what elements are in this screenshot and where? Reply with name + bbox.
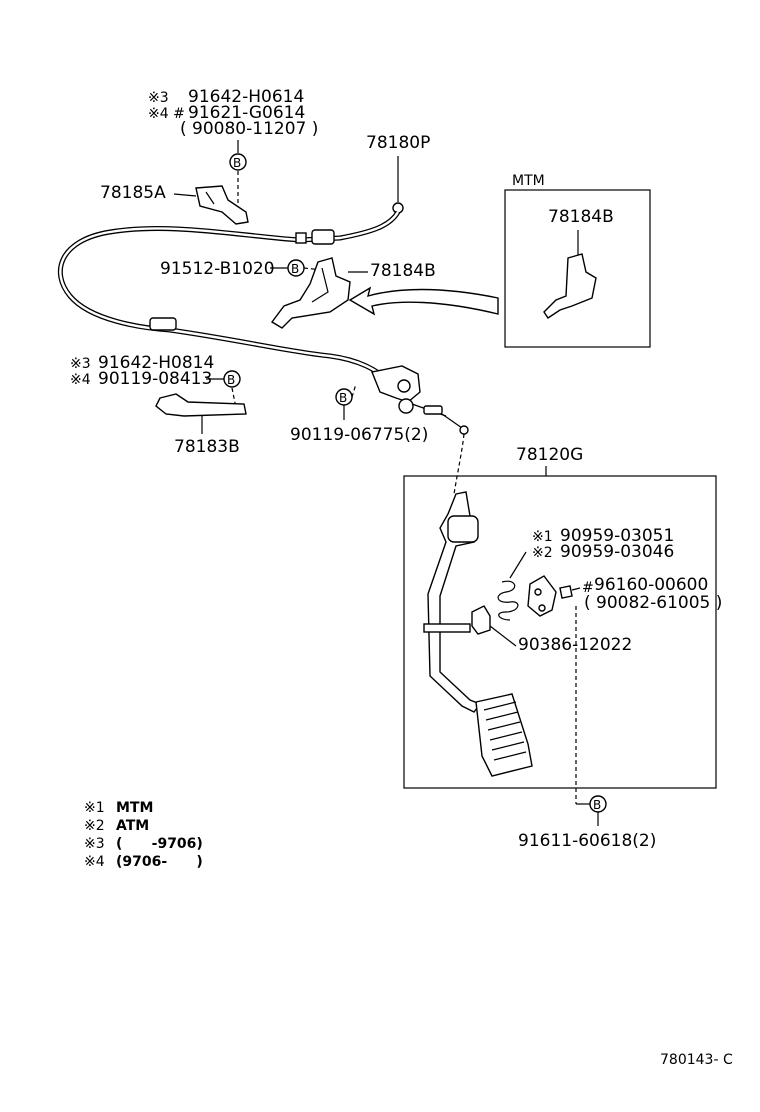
part-90082-61005: ( 90082-61005 ) xyxy=(584,593,722,613)
part-90959-03051: 90959-03051 xyxy=(560,526,674,546)
mtm-inset-box: MTM 78184B xyxy=(504,173,651,348)
bracket-78183B: 78183B xyxy=(155,393,247,457)
b-marker-label: B xyxy=(233,156,241,170)
label-91611-60618: 91611-60618(2) xyxy=(518,831,656,851)
cable-link-dashed xyxy=(453,433,465,495)
svg-text:#: # xyxy=(582,580,594,596)
label-78120G: 78120G xyxy=(516,445,583,465)
part-96160-00600: 96160-00600 xyxy=(594,575,708,595)
svg-text:※4: ※4 xyxy=(70,372,91,388)
svg-text:B: B xyxy=(227,373,235,387)
legend-text: ATM xyxy=(116,818,149,834)
cable-end-78180P: 78180P xyxy=(366,133,430,214)
bolt-90119-06775: B 90119-06775(2) xyxy=(290,383,428,445)
pedal-assembly: 78120G ※1 90959-03051 ※2 90959-03046 # 9… xyxy=(403,445,722,804)
part-90119-08413: 90119-08413 xyxy=(98,369,212,389)
svg-text:B: B xyxy=(339,391,347,405)
b-marker xyxy=(229,153,247,171)
mark-3: ※3 xyxy=(148,90,169,106)
part-90080-11207: ( 90080-11207 ) xyxy=(180,119,318,139)
label-91512-B1020: 91512-B1020 xyxy=(160,259,275,279)
legend: ※1 MTM ※2 ATM ※3 ( -9706) ※4 (9706- ) xyxy=(84,800,203,870)
part-91621-G0614: 91621-G0614 xyxy=(188,103,305,123)
svg-text:B: B xyxy=(593,798,601,812)
legend-mark: ※4 xyxy=(84,854,105,870)
legend-mark: ※1 xyxy=(84,800,105,816)
legend-text: MTM xyxy=(116,800,153,816)
label-90119-06775: 90119-06775(2) xyxy=(290,425,428,445)
legend-text: (9706- ) xyxy=(116,854,203,870)
figure-id: 780143- C xyxy=(660,1052,733,1068)
label-78185A: 78185A xyxy=(100,183,166,203)
b-marker xyxy=(223,370,241,388)
mtm-title: MTM xyxy=(512,173,545,189)
mtm-part-78184B: 78184B xyxy=(548,207,614,227)
part-90386-12022: 90386-12022 xyxy=(518,635,632,655)
bolt-91611-60618: B 91611-60618(2) xyxy=(518,795,656,851)
part-90959-03046: 90959-03046 xyxy=(560,542,674,562)
top-bolt-callout: ※3 91642-H0614 ※4 # 91621-G0614 ( 90080-… xyxy=(148,87,318,208)
bracket-78185A: 78185A xyxy=(100,183,249,225)
part-91642-H0614: 91642-H0614 xyxy=(188,87,304,107)
svg-text:※3: ※3 xyxy=(70,356,91,372)
part-91642-H0814: 91642-H0814 xyxy=(98,353,214,373)
bracket-78184B: 91512-B1020 B 78184B xyxy=(160,257,436,329)
mtm-reference-arrow xyxy=(348,286,499,316)
label-78180P: 78180P xyxy=(366,133,430,153)
mtm-frame xyxy=(504,189,651,348)
legend-mark: ※3 xyxy=(84,836,105,852)
svg-text:※1: ※1 xyxy=(532,529,553,545)
legend-text: ( -9706) xyxy=(116,836,203,852)
svg-text:B: B xyxy=(291,262,299,276)
pedal-frame xyxy=(403,475,717,789)
label-78184B: 78184B xyxy=(370,261,436,281)
mark-4: ※4 # xyxy=(148,106,185,122)
accelerator-cable xyxy=(58,210,469,435)
mid-bolt-callout: ※3 91642-H0814 ※4 90119-08413 B xyxy=(70,353,241,409)
svg-text:※2: ※2 xyxy=(532,545,553,561)
label-78183B: 78183B xyxy=(174,437,240,457)
legend-mark: ※2 xyxy=(84,818,105,834)
